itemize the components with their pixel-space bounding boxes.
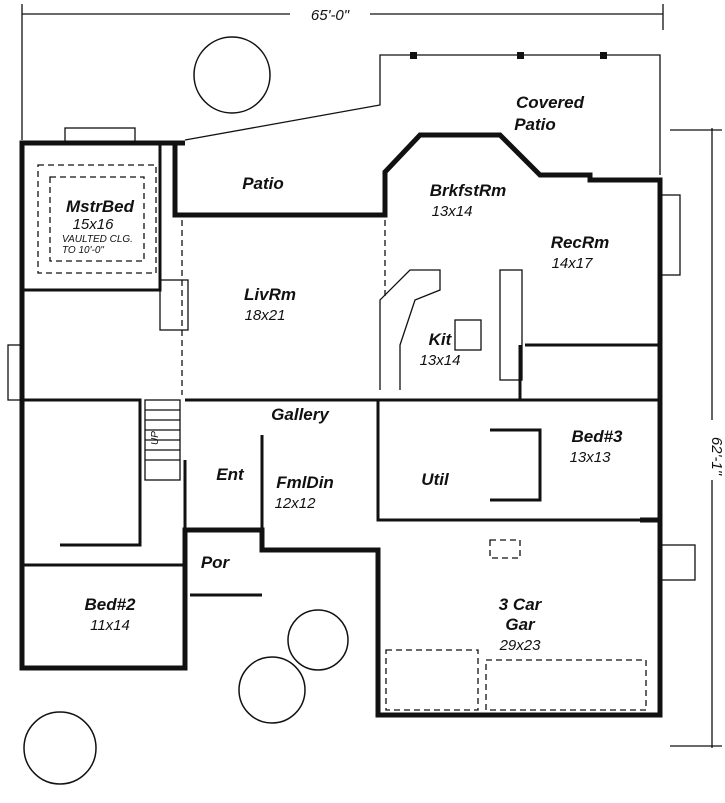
master-bed-note: TO 10'-0": [62, 245, 104, 256]
tree-icon: [193, 36, 271, 114]
stairs-up-label: UP: [150, 431, 161, 445]
bed3-size: 13x13: [570, 449, 612, 466]
fireplace: [159, 279, 189, 331]
master-bed-note: VAULTED CLG.: [62, 234, 133, 245]
ceiling-lines: [37, 164, 647, 711]
landscape-trees: [23, 36, 349, 785]
formal-dining-size: 12x12: [275, 495, 317, 512]
gallery-label: Gallery: [271, 405, 330, 424]
bed3-label: Bed#3: [571, 427, 623, 446]
kitchen-island: [454, 319, 482, 351]
garage-size: 29x23: [499, 637, 542, 654]
master-bed-size: 15x16: [73, 216, 115, 233]
bed2-size: 11x14: [90, 617, 130, 634]
depth-label: 62'-1": [708, 437, 725, 476]
window: [659, 194, 681, 276]
utility-label: Util: [421, 470, 450, 489]
tree-icon: [23, 711, 97, 785]
room-labels: Covered Patio Patio MstrBed 15x16 VAULTE…: [62, 93, 623, 654]
rec-room-label: RecRm: [551, 233, 610, 252]
stairs: UP: [144, 399, 181, 481]
window: [64, 127, 136, 144]
kitchen-size: 13x14: [420, 352, 461, 369]
width-dimension: 65'-0": [21, 4, 664, 140]
window: [659, 544, 696, 581]
living-size: 18x21: [245, 307, 286, 324]
kitchen-counter: [499, 269, 523, 381]
bed2-label: Bed#2: [84, 595, 136, 614]
tree-icon: [238, 656, 306, 724]
kitchen-counter: [379, 269, 441, 390]
depth-dimension: 62'-1": [670, 128, 725, 748]
formal-dining-label: FmlDin: [276, 473, 334, 492]
covered-patio-label: Covered: [516, 93, 585, 112]
patio-label: Patio: [242, 174, 284, 193]
rec-room-size: 14x17: [552, 255, 594, 272]
living-label: LivRm: [244, 285, 296, 304]
porch-label: Por: [201, 553, 231, 572]
exterior-walls: [19, 132, 663, 718]
garage-label: 3 Car: [499, 595, 543, 614]
covered-patio-outline: [184, 54, 661, 175]
covered-patio-label: Patio: [514, 115, 556, 134]
width-label: 65'-0": [311, 7, 350, 24]
master-bed-label: MstrBed: [66, 197, 135, 216]
garage-label: Gar: [505, 615, 536, 634]
breakfast-label: BrkfstRm: [430, 181, 507, 200]
tree-icon: [287, 609, 349, 671]
breakfast-size: 13x14: [432, 203, 473, 220]
window: [7, 344, 23, 401]
kitchen-label: Kit: [429, 330, 453, 349]
entry-label: Ent: [216, 465, 245, 484]
interior-walls: [22, 143, 660, 597]
